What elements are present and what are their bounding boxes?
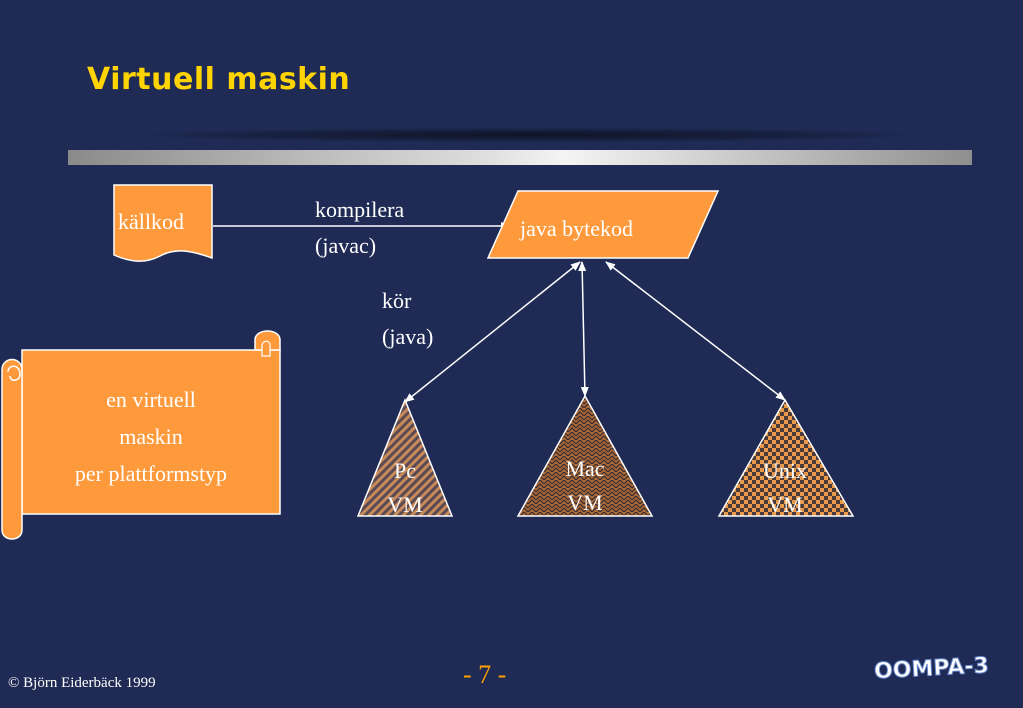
scroll-text-line1: en virtuell: [106, 387, 196, 412]
vm-triangle-pc: [356, 398, 454, 517]
title-rule: [68, 150, 972, 165]
run-arrow-unix: [605, 261, 786, 401]
source-document-shape: [113, 184, 213, 262]
bytecode-parallelogram: [486, 190, 720, 259]
slide-title: Virtuell maskin: [87, 62, 351, 97]
vm-triangle-mac: [516, 394, 654, 517]
vm-mac-line1: Mac: [565, 456, 605, 481]
scroll-shape: [1, 330, 281, 540]
page-number: - 7 -: [463, 660, 507, 689]
copyright-text: © Björn Eiderbäck 1999: [8, 675, 156, 691]
vm-unix-line1: Unix: [763, 458, 807, 483]
vm-mac-line2: VM: [567, 490, 603, 515]
title-shadow: [150, 128, 910, 142]
scroll-text-line2: maskin: [119, 424, 183, 449]
scroll-text-line3: per plattformstyp: [74, 461, 228, 486]
run-arrow-pc: [404, 261, 581, 403]
vm-pc-line1: Pc: [394, 458, 416, 483]
source-label: källkod: [118, 209, 184, 234]
vm-pc-line2: VM: [387, 492, 423, 517]
compile-label-line2: (javac): [315, 233, 377, 258]
run-arrow-mac: [578, 261, 589, 397]
vm-triangle-unix: [717, 398, 855, 517]
run-label-line2: (java): [382, 324, 434, 349]
vm-unix-line2: VM: [767, 492, 803, 517]
oompa-logo: OOMPA-3: [873, 653, 990, 685]
run-label-line1: kör: [382, 288, 412, 313]
compile-label-line1: kompilera: [315, 197, 405, 222]
bytecode-label: java bytekod: [520, 216, 634, 241]
